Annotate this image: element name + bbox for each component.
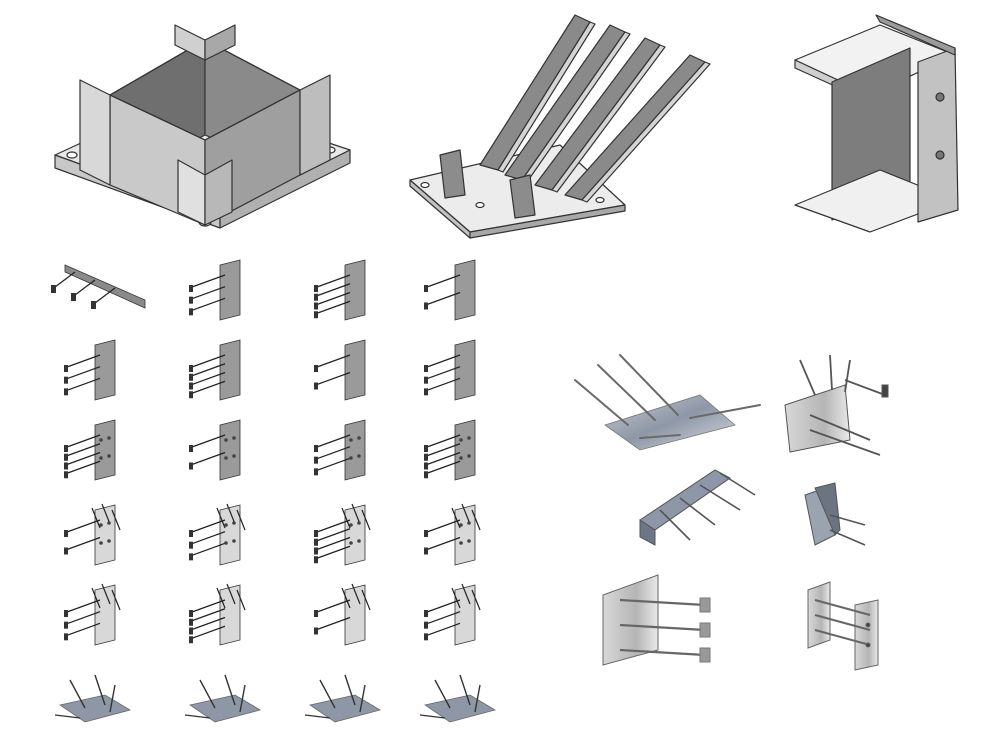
channel-with-studs [639,469,756,546]
embed-thumbnail [189,339,241,401]
embed-thumbnail [424,583,481,646]
embed-detail-grid [51,259,497,723]
embed-thumbnail [64,583,121,646]
embed-thumbnail [304,674,382,723]
large-plate-anchors [602,574,711,666]
stiffened-box-base [54,24,351,229]
embed-thumbnail [424,419,476,481]
embed-thumbnail [424,503,481,566]
embed-thumbnail [51,264,146,309]
embed-thumbnail [64,503,121,566]
embed-thumbnail [314,259,366,321]
embed-thumbnail [64,419,116,481]
embed-thumbnail [419,674,497,723]
embed-thumbnail [424,259,476,321]
embed-thumbnail [54,674,132,723]
embed-thumbnail [314,339,366,401]
i-beam-with-end-plate [794,14,959,233]
embed-thumbnail [314,583,371,646]
anchor-plate-bent-rods [574,354,761,451]
embed-thumbnail [424,339,476,401]
embed-thumbnail [314,503,371,566]
embed-thumbnail [64,339,116,401]
embed-thumbnail [184,674,262,723]
embed-thumbnail [189,503,246,566]
embed-thumbnail [314,419,366,481]
embed-thumbnail [189,419,241,481]
plate-with-bars [807,581,879,671]
angle-bracket-studs [804,482,866,546]
embed-thumbnail [189,583,246,646]
embed-thumbnail [189,259,241,321]
inclined-fin-base [409,14,711,239]
angled-plate-anchors [784,354,889,456]
